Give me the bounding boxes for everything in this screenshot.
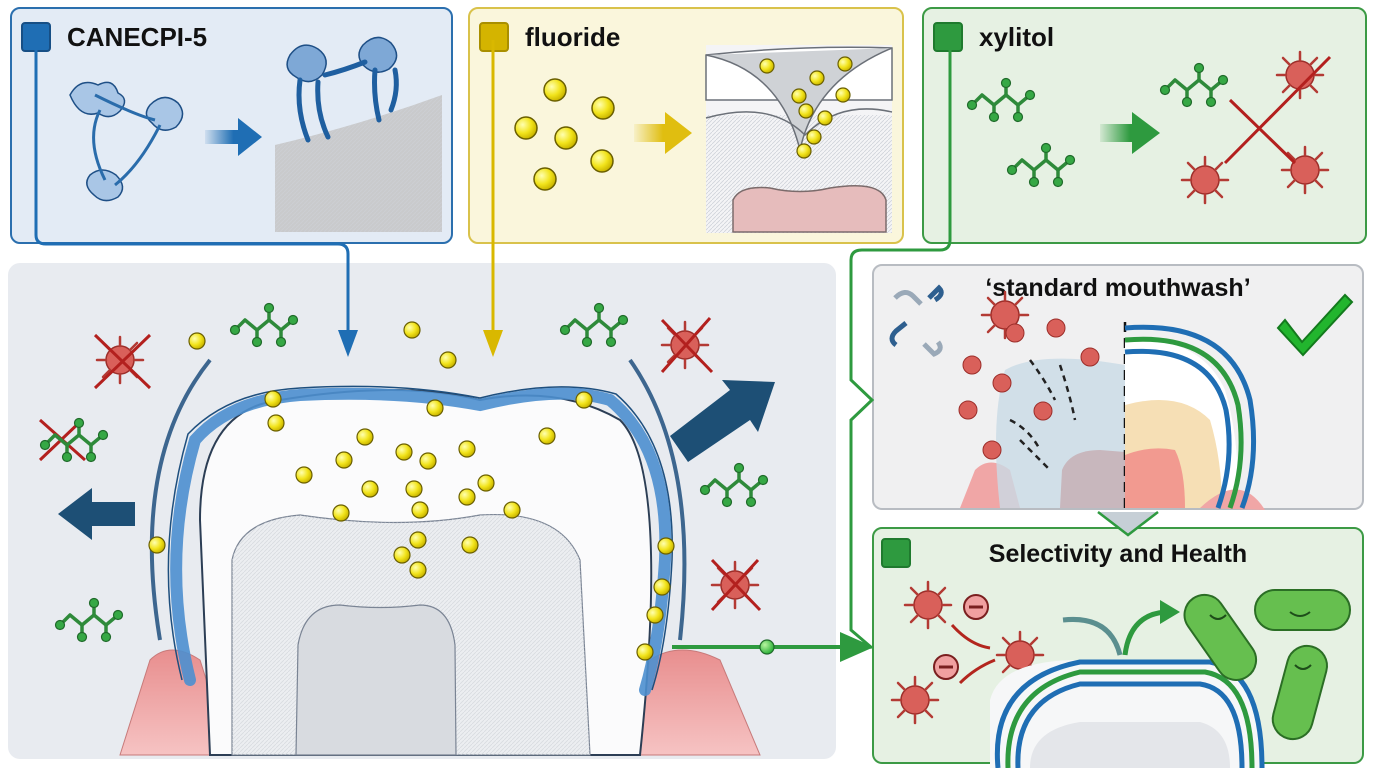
- fluoride-ions: [514, 78, 615, 191]
- inhibited-bacteria-main: [38, 317, 762, 612]
- canecpi-connector: [34, 40, 350, 340]
- inhibited-bacteria: [1158, 50, 1332, 205]
- protected-tooth-layers: [990, 659, 1265, 768]
- enamel-surface-image: [275, 36, 442, 232]
- broken-chain-icon: [889, 284, 944, 357]
- minus-circle-icon: [933, 594, 989, 680]
- xylitol-title: xylitol: [979, 22, 1055, 52]
- xylitol-arrow: [1100, 112, 1160, 154]
- fluoride-arrow: [634, 112, 692, 154]
- xylitol-connector: [849, 40, 952, 650]
- canecpi-coating-layer: [170, 387, 672, 696]
- healthy-bacteria: [1183, 589, 1351, 741]
- fluoride-ions-main: [148, 321, 675, 661]
- xylitol-molecule: [965, 76, 1037, 124]
- canecpi-title: CANECPI-5: [67, 22, 208, 52]
- health-swatch: [881, 538, 911, 568]
- protected-tooth-half: [1124, 324, 1265, 510]
- repel-arrows: [58, 380, 775, 540]
- canecpi-connector-arrowhead: [338, 330, 358, 357]
- canecpi-protein-complex: [69, 81, 184, 202]
- damaged-tooth-half: [960, 290, 1125, 508]
- fluoride-connector-arrowhead: [483, 330, 503, 357]
- tooth-cross-section: [119, 358, 761, 756]
- enamel-lesion-illustration: [705, 45, 893, 233]
- bacteria-cluster-mouthwash: [958, 318, 1100, 460]
- mouthwash-title: ‘standard mouthwash’: [985, 274, 1251, 302]
- canecpi-arrow: [205, 118, 262, 156]
- main-to-health-connector: [672, 632, 874, 662]
- fluoride-title: fluoride: [525, 22, 621, 52]
- selective-arrow: [1062, 600, 1180, 656]
- xylitol-molecule: [1005, 141, 1077, 189]
- xylitol-swatch: [933, 22, 963, 52]
- canecpi-coating-outline: [167, 385, 673, 691]
- health-title: Selectivity and Health: [988, 540, 1248, 568]
- checkmark-icon: [1276, 293, 1354, 357]
- attack-arrows: [950, 623, 996, 685]
- mouthwash-to-health-connector: [1097, 511, 1159, 537]
